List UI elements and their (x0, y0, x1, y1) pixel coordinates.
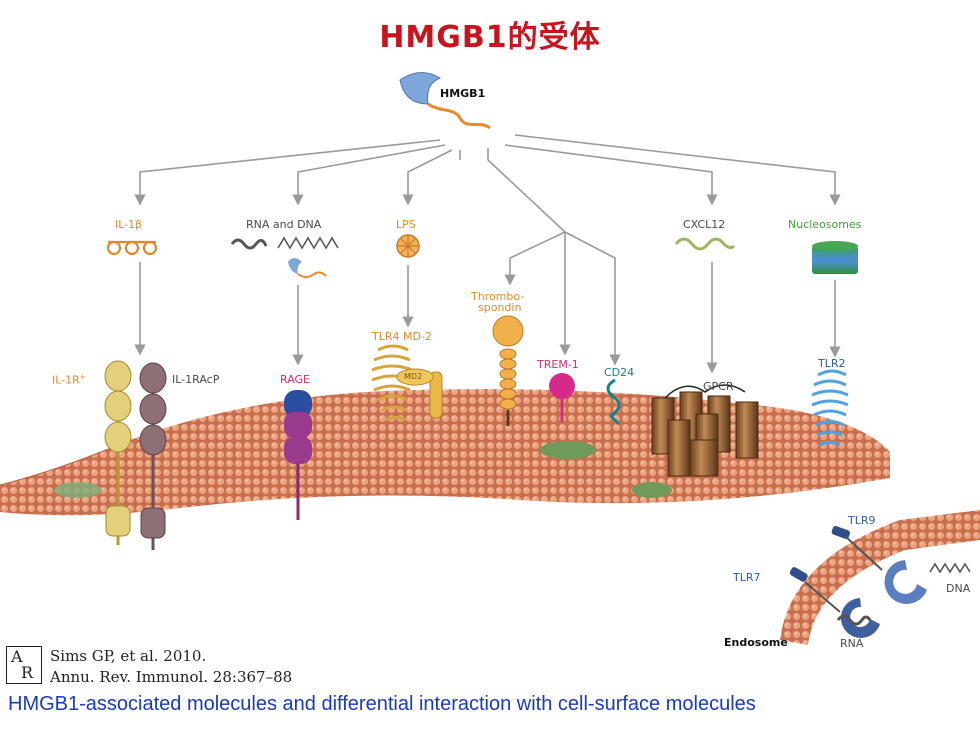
tlr9-receptor (831, 526, 927, 604)
dna-label: DNA (946, 582, 971, 595)
lps-label: LPS (396, 218, 416, 231)
nucleosome-ligand (812, 241, 858, 274)
citation-line-2: Annu. Rev. Immunol. 28:367–88 (50, 668, 293, 686)
md2-label: MD2 (404, 372, 423, 381)
tlr2-label: TLR2 (818, 357, 846, 370)
membrane-protein-blob (540, 441, 596, 459)
slide-caption: HMGB1-associated molecules and different… (8, 693, 756, 715)
cxcl12-ligand (674, 237, 736, 251)
tlr4-md2-receptor (371, 344, 443, 422)
thrombospondin-label-1: Thrombo- (471, 290, 525, 303)
rna-dna-label: RNA and DNA (246, 218, 322, 231)
tlr9-label: TLR9 (848, 514, 876, 527)
cxcl12-label: CXCL12 (683, 218, 726, 231)
rna-dna-ligand (230, 236, 339, 278)
membrane-protein-blob (632, 482, 672, 498)
hmgb1-molecule (399, 72, 491, 130)
il1r-label: IL-1R+ (52, 373, 86, 387)
hmgb1-label: HMGB1 (440, 87, 486, 100)
annual-reviews-logo: A R (6, 646, 42, 684)
citation-line-1: Sims GP, et al. 2010. (50, 647, 207, 665)
il1racp-label: IL-1RAcP (172, 373, 220, 386)
thrombospondin-label-2: spondin (478, 301, 522, 314)
tlr7-label: TLR7 (733, 571, 761, 584)
tlr7-receptor (789, 567, 880, 638)
il1b-label: IL-1β (115, 218, 143, 231)
rage-label: RAGE (280, 373, 311, 386)
tlr2-receptor (811, 369, 849, 447)
hmgb1-arrows (134, 134, 841, 374)
membrane-protein-blob (54, 482, 102, 498)
cd24-label: CD24 (604, 366, 635, 379)
il1racp-receptor (139, 362, 167, 550)
nucleosomes-label: Nucleosomes (788, 218, 862, 231)
gpcr-receptor (651, 384, 759, 477)
tlr4-md2-label: TLR4 MD-2 (372, 330, 432, 343)
gpcr-label: GPCR (703, 380, 734, 393)
endosome-label: Endosome (724, 636, 788, 649)
lps-ligand (396, 234, 420, 258)
trem1-label: TREM-1 (537, 358, 579, 371)
il1r-receptor (104, 360, 132, 545)
slide-title: HMGB1的受体 (379, 20, 601, 55)
rage-receptor (284, 390, 312, 520)
endosome (780, 510, 980, 645)
rna-label: RNA (840, 637, 864, 650)
endosome-nucleic-acids (836, 562, 971, 626)
thrombospondin (492, 315, 524, 426)
trem1-receptor (549, 373, 575, 422)
il1b-ligand (106, 240, 158, 256)
cd24-receptor (606, 378, 621, 426)
